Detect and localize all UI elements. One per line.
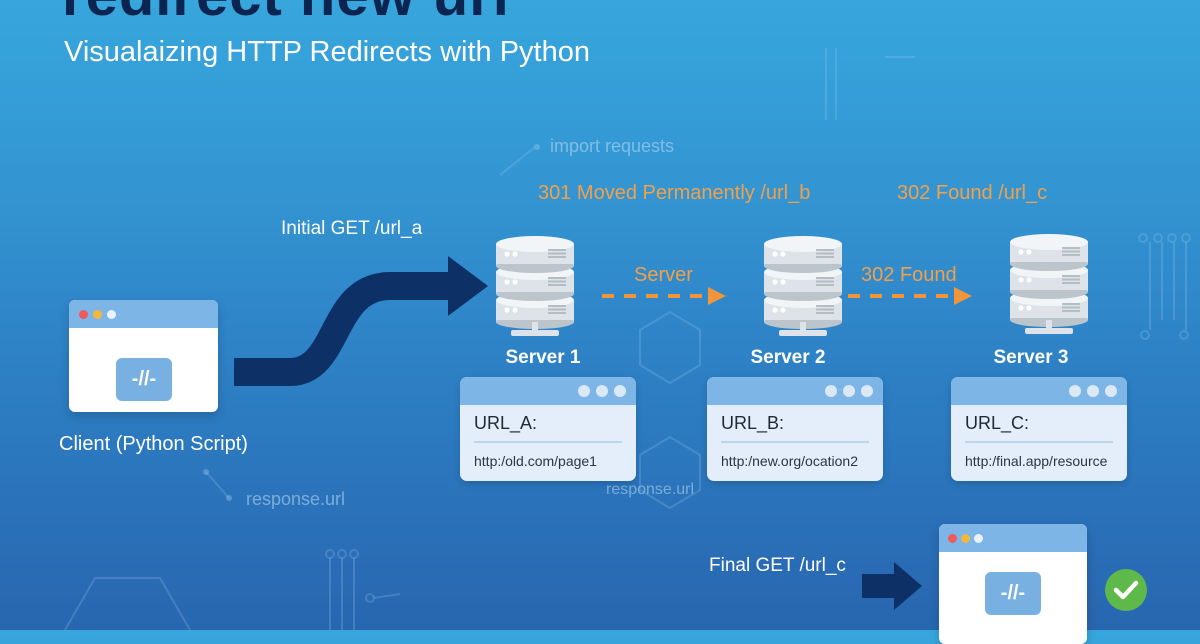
- server-disk: [764, 236, 842, 273]
- window-dot-icon: [825, 385, 837, 397]
- led-icon: [512, 251, 518, 257]
- arrow-shaft: [234, 272, 452, 386]
- divider: [474, 441, 622, 443]
- led-icon: [1026, 277, 1032, 283]
- client-window-titlebar: [69, 300, 218, 328]
- server-stand: [532, 322, 538, 332]
- window-dot-icon: [843, 385, 855, 397]
- server-3-label: Server 3: [993, 347, 1069, 368]
- server-base: [1025, 328, 1073, 334]
- final-window-titlebar: [939, 524, 1087, 552]
- window-dot-icon: [596, 385, 608, 397]
- led-icon: [504, 251, 510, 257]
- server-stand: [800, 322, 806, 332]
- url-value: http:/final.app/resource: [965, 453, 1108, 469]
- server-1-icon: [496, 236, 574, 336]
- led-icon: [504, 307, 510, 313]
- final-request-arrow: [862, 562, 922, 610]
- led-icon: [780, 251, 786, 257]
- arrow-head-icon: [894, 562, 922, 610]
- client-window: -//-: [69, 300, 218, 412]
- led-icon: [772, 279, 778, 285]
- led-icon: [512, 279, 518, 285]
- server-2-icon: [764, 236, 842, 336]
- server-disk: [764, 264, 842, 301]
- server-base: [511, 330, 559, 336]
- led-icon: [512, 307, 518, 313]
- redirect-1-arrow-label: Server: [634, 264, 693, 286]
- close-dot-icon: [948, 534, 957, 543]
- window-dot-icon: [614, 385, 626, 397]
- code-hint-import: import requests: [550, 136, 675, 156]
- maximize-dot-icon: [974, 534, 983, 543]
- url-key: URL_B:: [721, 413, 785, 433]
- window-dot-icon: [1069, 385, 1081, 397]
- server-disk: [1010, 234, 1088, 271]
- window-dot-icon: [1105, 385, 1117, 397]
- server-disk: [496, 236, 574, 273]
- led-icon: [504, 279, 510, 285]
- arrow-head-icon: [954, 287, 972, 305]
- url-key: URL_A:: [474, 413, 538, 433]
- led-icon: [772, 251, 778, 257]
- url-card-titlebar: [707, 377, 883, 405]
- server-base: [779, 330, 827, 336]
- divider: [965, 441, 1113, 443]
- close-dot-icon: [79, 310, 88, 319]
- led-icon: [772, 307, 778, 313]
- server-stand: [1046, 320, 1052, 330]
- arrow-head-icon: [708, 287, 726, 305]
- checkmark-icon: [1113, 580, 1139, 600]
- code-icon: -//-: [985, 572, 1041, 615]
- final-request-label: Final GET /url_c: [709, 555, 846, 576]
- led-icon: [1018, 277, 1024, 283]
- led-icon: [780, 307, 786, 313]
- server-1-label: Server 1: [505, 347, 581, 368]
- minimize-dot-icon: [961, 534, 970, 543]
- page-title: redirect new url: [62, 0, 510, 29]
- server-disk: [1010, 262, 1088, 299]
- initial-request-arrow: [234, 256, 488, 386]
- page-subtitle: Visualaizing HTTP Redirects with Python: [64, 36, 590, 68]
- minimize-dot-icon: [93, 310, 102, 319]
- url-key: URL_C:: [965, 413, 1030, 433]
- url-value: http:/old.com/page1: [474, 453, 597, 469]
- code-hint-response-url: response.url: [246, 489, 346, 509]
- redirect-2-arrow: [848, 287, 972, 305]
- code-hint-response-url-center: response.url: [606, 481, 695, 498]
- led-icon: [1018, 249, 1024, 255]
- background-decoration: [64, 48, 1191, 630]
- url-card-c: URL_C: http:/final.app/resource: [951, 377, 1127, 481]
- url-card-titlebar: [951, 377, 1127, 405]
- maximize-dot-icon: [107, 310, 116, 319]
- client-label: Client (Python Script): [59, 433, 248, 455]
- divider: [721, 441, 869, 443]
- url-card-titlebar: [460, 377, 636, 405]
- url-card-b: URL_B: http:/new.org/ocation2: [707, 377, 883, 481]
- server-3-icon: [1010, 234, 1088, 334]
- redirect-2-status: 302 Found /url_c: [897, 182, 1048, 204]
- led-icon: [780, 279, 786, 285]
- redirect-1-status: 301 Moved Permanently /url_b: [538, 182, 811, 204]
- led-icon: [1026, 305, 1032, 311]
- server-2-label: Server 2: [750, 347, 826, 368]
- final-client-window: -//-: [939, 524, 1087, 644]
- led-icon: [1018, 305, 1024, 311]
- window-dot-icon: [861, 385, 873, 397]
- check-circle-icon: [1105, 569, 1147, 611]
- url-card-a: URL_A: http:/old.com/page1: [460, 377, 636, 481]
- window-dot-icon: [1087, 385, 1099, 397]
- initial-request-label: Initial GET /url_a: [281, 218, 423, 239]
- led-icon: [1026, 249, 1032, 255]
- arrow-head-icon: [448, 256, 488, 316]
- redirect-2-arrow-label: 302 Found: [861, 264, 957, 286]
- redirect-1-arrow: [602, 287, 726, 305]
- code-icon: -//-: [116, 358, 172, 401]
- window-dot-icon: [578, 385, 590, 397]
- url-value: http:/new.org/ocation2: [721, 453, 858, 469]
